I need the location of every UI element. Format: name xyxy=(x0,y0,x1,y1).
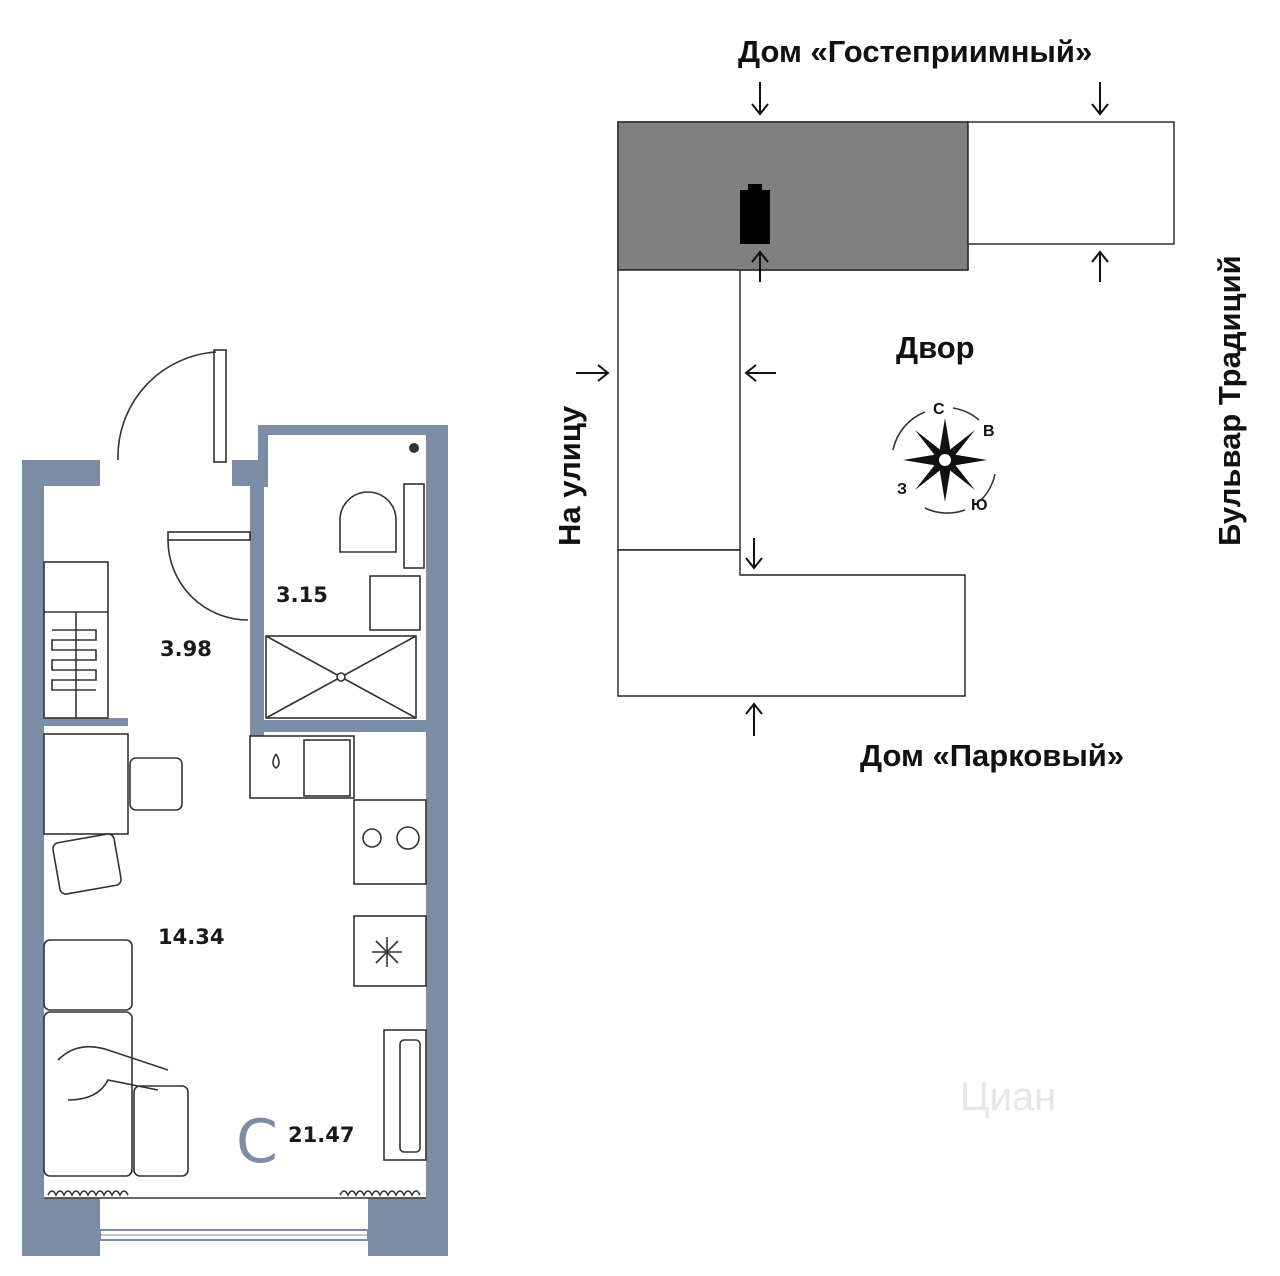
toilet xyxy=(339,483,425,569)
wardrobe xyxy=(43,561,109,719)
floor-plan: 3.98 3.15 14.34 C 21.47 xyxy=(22,349,448,1256)
hall-area: 3.98 xyxy=(160,637,212,661)
total-area: 21.47 xyxy=(288,1123,354,1147)
street-left-label: На улицу xyxy=(552,405,587,546)
compass-south: Ю xyxy=(971,497,988,514)
compass-icon: С В Ю З xyxy=(892,401,996,514)
walls xyxy=(22,425,448,1256)
kitchen xyxy=(249,735,427,987)
compass-north: С xyxy=(933,401,945,418)
compass-west: З xyxy=(897,481,907,498)
apartment-marker xyxy=(740,190,770,244)
shower xyxy=(265,635,417,719)
street-right-label: Бульвар Традиций xyxy=(1212,255,1247,546)
living-area: 14.34 xyxy=(158,925,224,949)
radiator-right xyxy=(339,1190,421,1197)
watermark: Циан xyxy=(960,1075,1056,1119)
bathroom-sink xyxy=(369,575,421,631)
sofa xyxy=(43,939,189,1177)
building-section-s xyxy=(617,549,966,697)
site-map: С В Ю З Дом «Гостеприимный» Дом «Парковы… xyxy=(552,34,1247,773)
courtyard-label: Двор xyxy=(896,330,975,365)
window xyxy=(99,1229,369,1241)
radiator-left xyxy=(47,1190,129,1197)
entrance-door xyxy=(117,349,227,463)
entry-arrows xyxy=(576,82,1109,736)
building-section-w xyxy=(617,269,741,551)
lamp xyxy=(409,443,419,453)
south-building-label: Дом «Парковый» xyxy=(860,738,1124,773)
apartment-type-letter: C xyxy=(236,1107,278,1177)
desk xyxy=(43,733,183,895)
bathroom-door xyxy=(167,531,251,621)
building-section-ne xyxy=(967,121,1175,245)
compass-east: В xyxy=(983,423,995,440)
north-building-label: Дом «Гостеприимный» xyxy=(738,34,1092,69)
bathroom-area: 3.15 xyxy=(276,583,328,607)
tv-cabinet xyxy=(383,1029,427,1161)
